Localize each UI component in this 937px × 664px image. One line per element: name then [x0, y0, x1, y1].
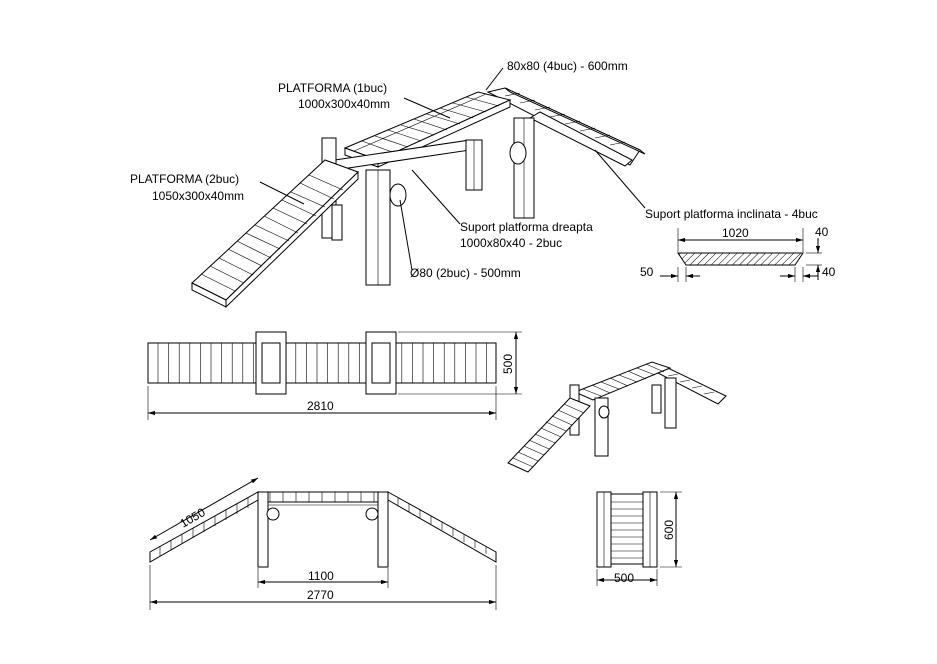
- small-isometric-view: [507, 361, 727, 473]
- plan-post-right: [365, 331, 397, 395]
- left-ramp: [191, 159, 359, 309]
- label-straight-support-title: Suport platforma dreapta: [460, 220, 593, 234]
- support-detail: 1020 40 50 40: [640, 225, 836, 282]
- support-profile: [677, 252, 804, 266]
- top-platform: [334, 91, 512, 171]
- label-top-platform-title: PLATFORMA (1buc): [278, 81, 387, 95]
- dim-support-offset-left: 50: [640, 265, 654, 279]
- dim-plan-total-length: 2810: [307, 399, 334, 413]
- label-ramp-platform-title: PLATFORMA (2buc): [130, 172, 239, 186]
- dim-plan-width: 500: [501, 354, 515, 374]
- label-round-bar: Ø80 (2buc) - 500mm: [410, 266, 521, 280]
- isometric-view: PLATFORMA (1buc) 1000x300x40mm 80x80 (4b…: [130, 59, 818, 309]
- right-inclined-ramp: [486, 87, 646, 167]
- dim-end-height: 600: [662, 520, 676, 540]
- plan-view: 2810 500: [147, 331, 522, 420]
- label-inclined-support: Suport platforma inclinata - 4buc: [645, 207, 818, 221]
- side-view: 1050 1100 2770: [149, 477, 497, 610]
- label-posts: 80x80 (4buc) - 600mm: [507, 59, 628, 73]
- label-straight-support-size: 1000x80x40 - 2buc: [460, 236, 562, 250]
- end-view: 500 600: [596, 491, 682, 586]
- label-top-platform-size: 1000x300x40mm: [298, 97, 390, 111]
- dim-support-thickness: 40: [815, 225, 829, 239]
- label-ramp-platform-size: 1050x300x40mm: [152, 189, 244, 203]
- dim-side-total-length: 2770: [307, 588, 334, 602]
- dim-support-length: 1020: [722, 226, 749, 240]
- dim-side-platform-length: 1100: [308, 569, 334, 583]
- dim-end-width: 500: [614, 571, 634, 585]
- dim-support-offset-right: 40: [822, 265, 836, 279]
- round-bars: [389, 141, 527, 207]
- leader-lines: [259, 67, 646, 271]
